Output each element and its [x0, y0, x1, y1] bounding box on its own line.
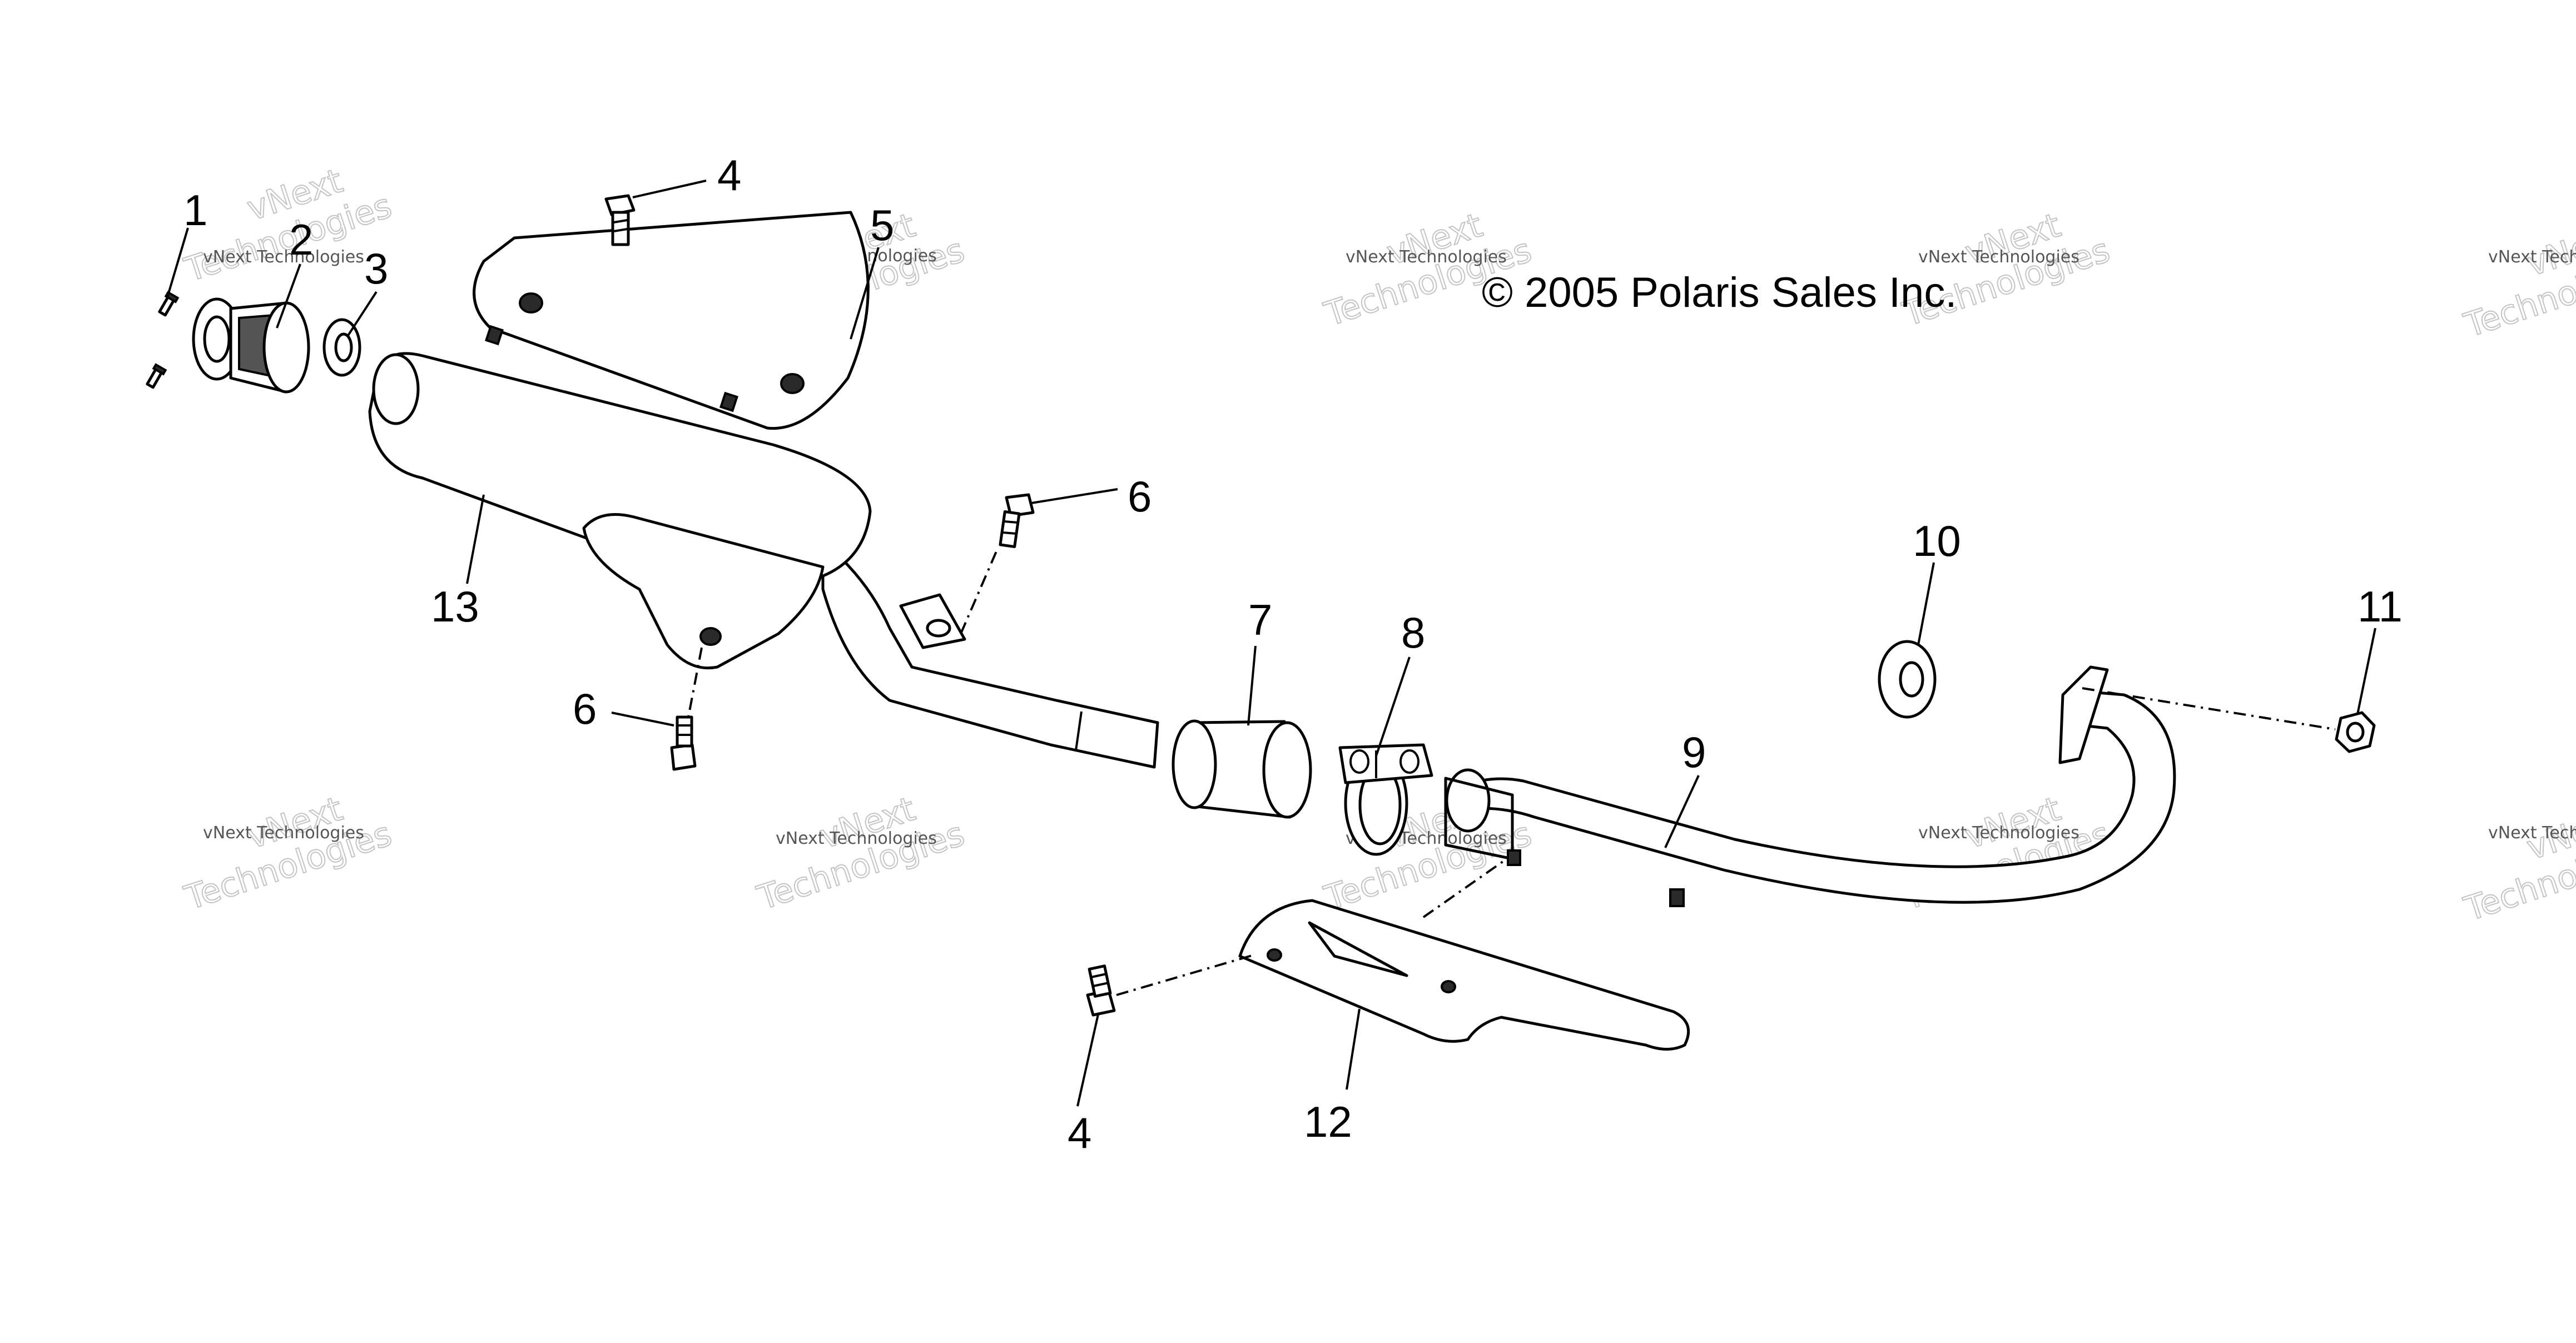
part-13-muffler — [368, 325, 1159, 769]
callout-10: 10 — [1913, 516, 1961, 565]
watermark-small: vNext Technologies — [2488, 247, 2576, 267]
part-2-spark-arrestor — [192, 297, 310, 394]
part-4-bolt-bottom — [1086, 964, 1116, 1017]
alignment-lines — [687, 547, 2336, 996]
watermark-small: vNext Technologies — [1918, 823, 2079, 843]
watermark: vNext Technologies — [2459, 800, 2576, 929]
watermark-small: vNext Technologies — [203, 247, 364, 267]
part-4-bolt-top — [604, 194, 636, 246]
part-1-screws — [146, 291, 180, 389]
part-8-clamp — [1338, 743, 1433, 856]
callout-5: 5 — [870, 201, 894, 250]
part-12-heat-guard — [1238, 899, 1690, 1051]
callout-7: 7 — [1248, 595, 1272, 644]
watermark-small: vNext Technologies — [1918, 247, 2079, 267]
watermark-small: vNext Technologies — [203, 823, 364, 843]
watermark-small: vNext Technologies — [1346, 247, 1507, 267]
watermark: vNext Technologies — [180, 789, 397, 918]
part-10-washer — [1878, 640, 1937, 719]
callout-11: 11 — [2357, 582, 2403, 631]
callout-numbers: 1 2 3 4 5 13 6 6 7 8 9 10 11 12 4 — [183, 151, 2403, 1157]
part-6-bolt-upper — [999, 493, 1035, 549]
callout-1: 1 — [183, 186, 207, 235]
callout-4-top: 4 — [717, 151, 741, 200]
watermark: vNext Technologies — [2459, 216, 2576, 346]
part-11-nut — [2335, 711, 2376, 753]
watermark-small: vNext Technologies — [2488, 823, 2576, 843]
callout-4-bottom: 4 — [1068, 1108, 1091, 1157]
part-3-gasket — [322, 318, 361, 377]
part-9-head-pipe — [1444, 665, 2176, 907]
part-7-exhaust-gasket — [1172, 719, 1312, 819]
part-5-heat-shield — [473, 211, 870, 430]
callout-12: 12 — [1304, 1097, 1352, 1146]
callout-9: 9 — [1682, 728, 1706, 777]
part-6-bolt-lower — [670, 715, 697, 771]
callout-13: 13 — [431, 582, 479, 631]
leader-lines — [166, 180, 2376, 1107]
callout-2: 2 — [289, 215, 313, 264]
callout-6-lower: 6 — [573, 684, 597, 733]
watermark-small: vNext Technologies — [776, 829, 937, 848]
copyright-notice: © 2005 Polaris Sales Inc. — [1482, 269, 1957, 316]
callout-3: 3 — [364, 244, 388, 293]
callout-6-upper: 6 — [1128, 472, 1151, 521]
callout-8: 8 — [1401, 608, 1425, 657]
